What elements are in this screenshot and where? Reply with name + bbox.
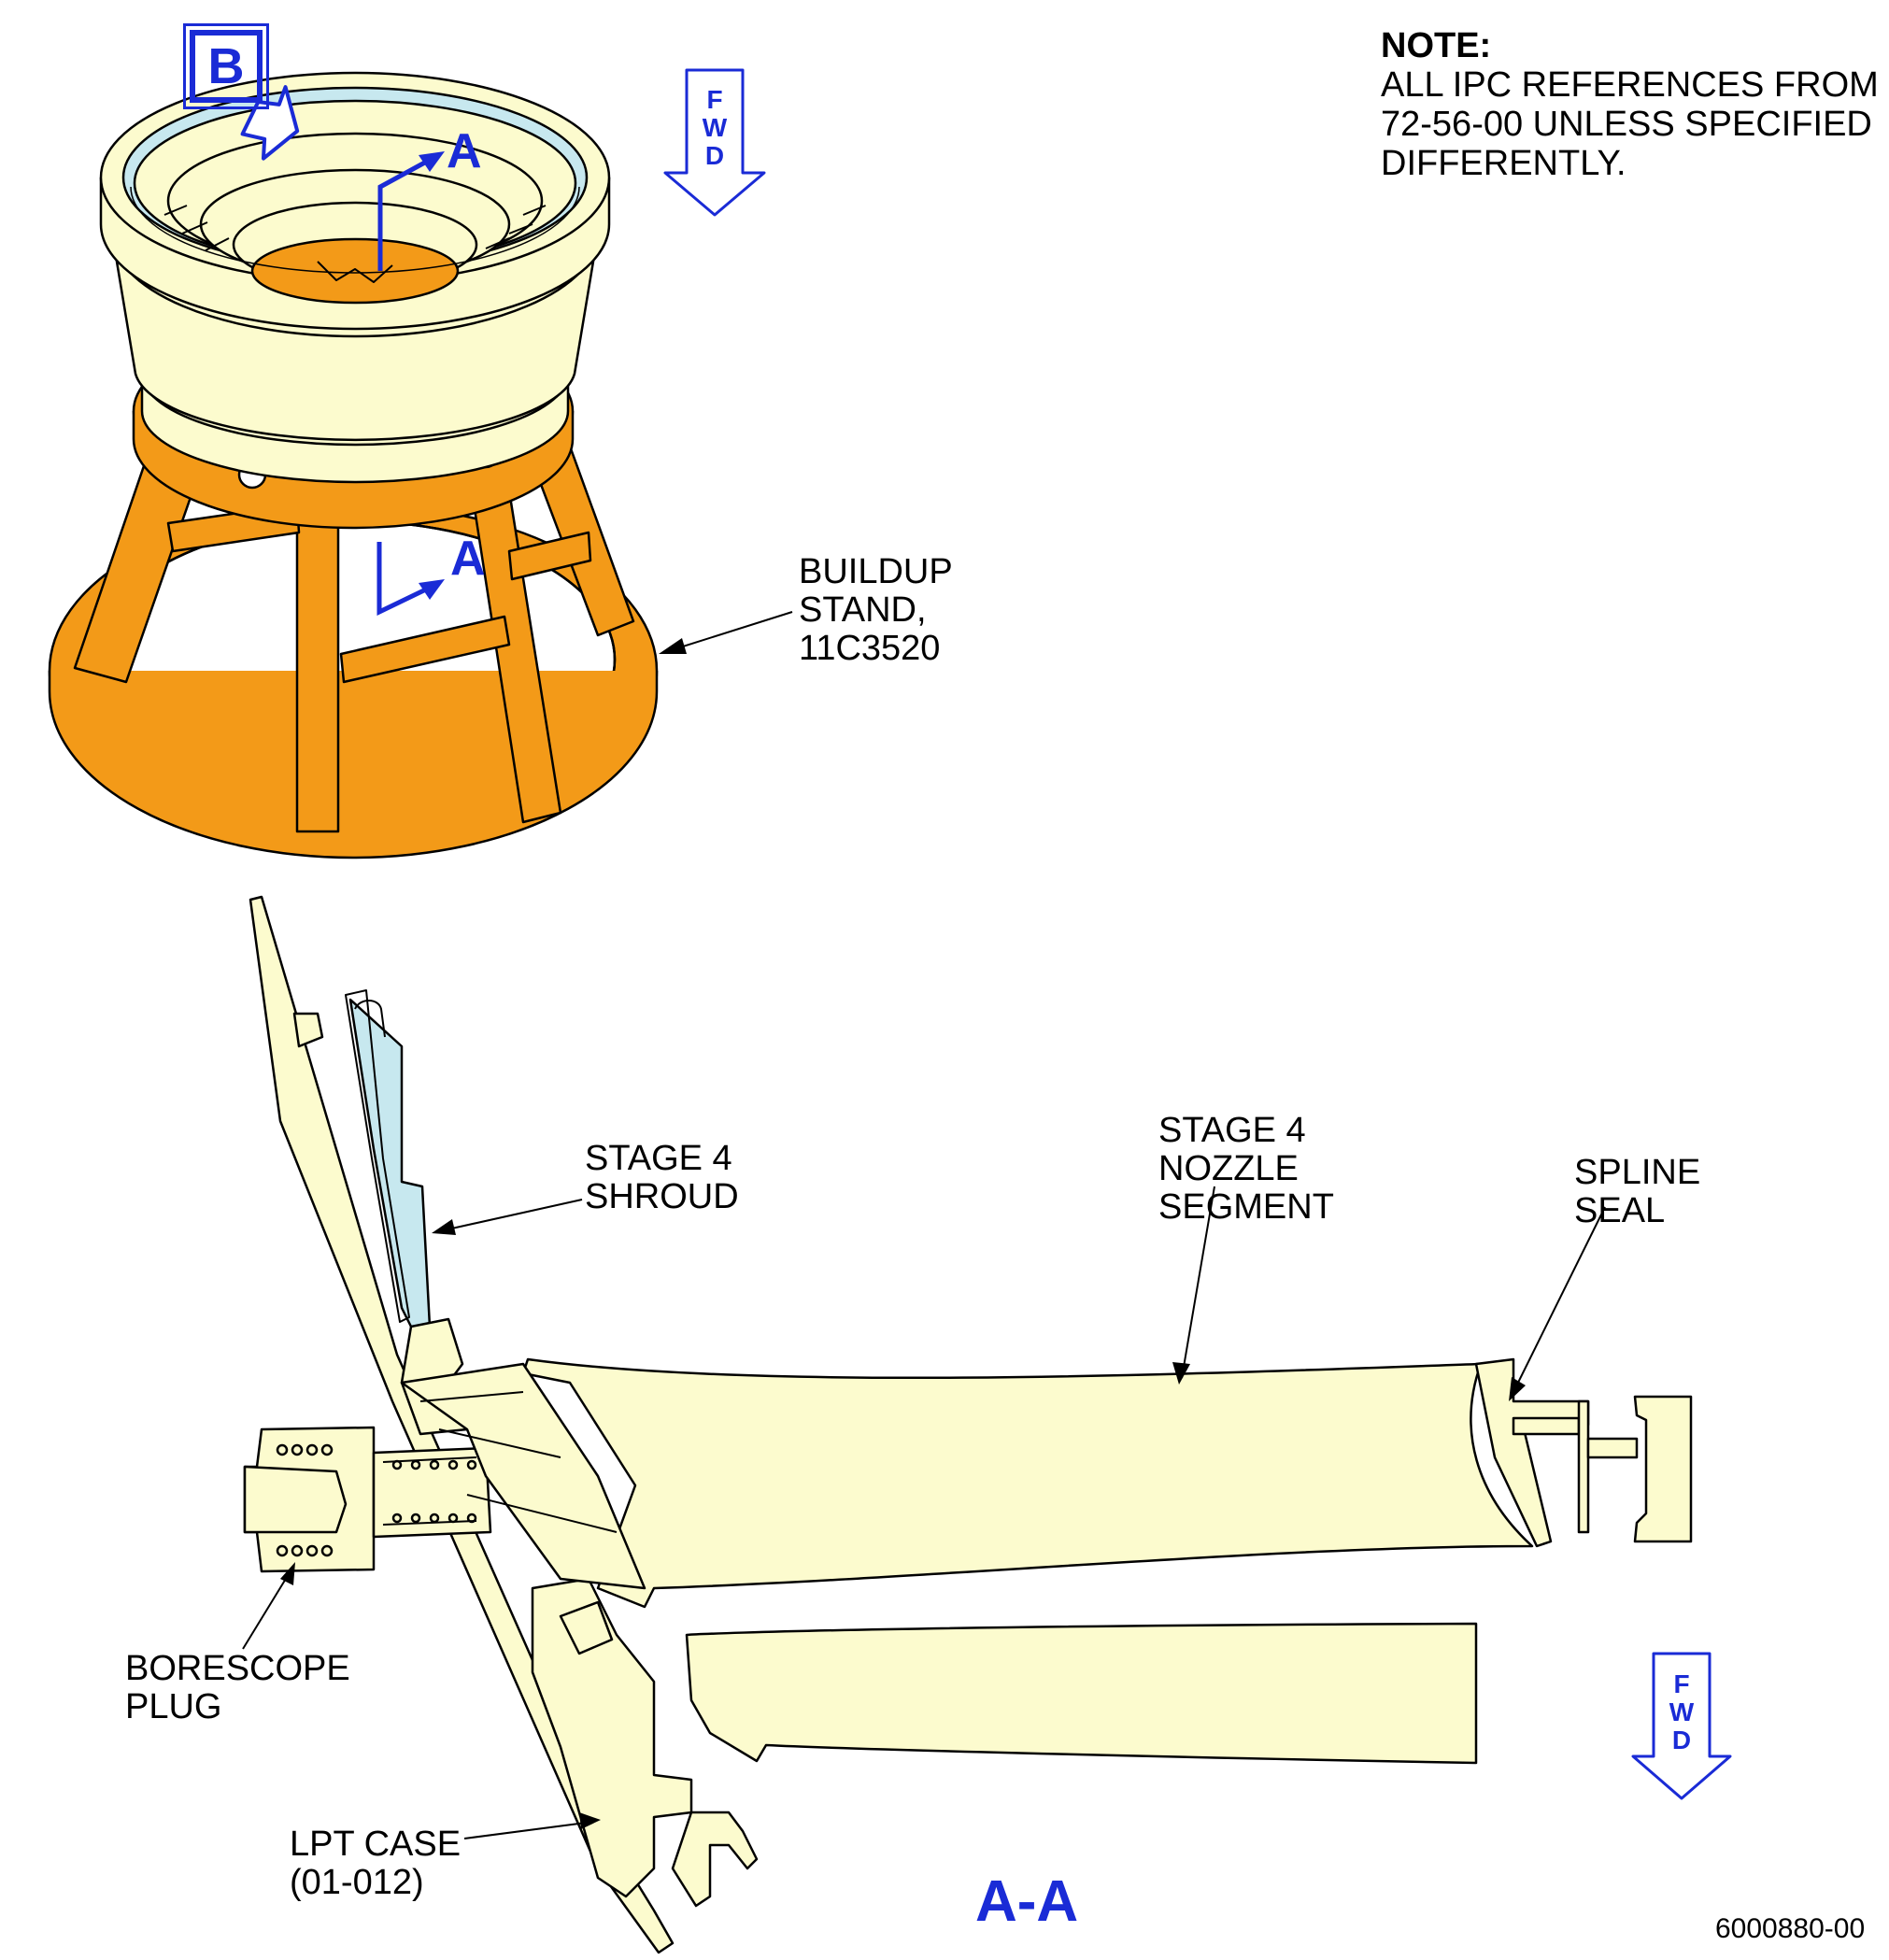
note-heading: NOTE:	[1381, 26, 1492, 65]
cut-arrow-top-icon	[419, 151, 445, 172]
detail-b-callout: B	[183, 23, 269, 109]
label-lpt-case: LPT CASE (01-012)	[290, 1825, 462, 1902]
label-buildup-stand: BUILDUP STAND, 11C3520	[799, 552, 953, 668]
label-stage4-nozzle: STAGE 4 NOZZLE SEGMENT	[1158, 1111, 1334, 1227]
section-a-a	[243, 895, 1693, 1954]
lpt-module-iso	[99, 71, 611, 484]
cut-arrow-bottom-icon	[419, 579, 445, 600]
fwd-arrow-top-icon	[663, 68, 766, 217]
note-body: ALL IPC REFERENCES FROM 72-56-00 UNLESS …	[1381, 65, 1879, 183]
fwd-bottom-f: F	[1673, 1669, 1690, 1698]
section-title: A-A	[975, 1869, 1079, 1934]
label-spline-seal: SPLINE SEAL	[1574, 1153, 1701, 1230]
cut-label-bottom: A	[450, 532, 486, 586]
label-borescope-plug: BORESCOPE PLUG	[125, 1649, 350, 1726]
figure-number: 6000880-00	[1715, 1913, 1866, 1944]
leaders	[242, 611, 1606, 1839]
cut-line-a	[376, 156, 433, 616]
fwd-top-d: D	[704, 141, 725, 170]
fwd-top-f: F	[706, 85, 723, 114]
fwd-bottom-w: W	[1669, 1697, 1695, 1726]
fwd-arrow-bottom-icon	[1631, 1652, 1732, 1800]
view-arrow-b-icon	[240, 85, 300, 161]
fwd-top-w: W	[702, 113, 728, 142]
label-stage4-shroud: STAGE 4 SHROUD	[585, 1139, 739, 1216]
fwd-bottom-d: D	[1671, 1726, 1692, 1754]
cut-label-top: A	[447, 124, 482, 178]
leader-arrowheads	[280, 638, 1526, 1829]
